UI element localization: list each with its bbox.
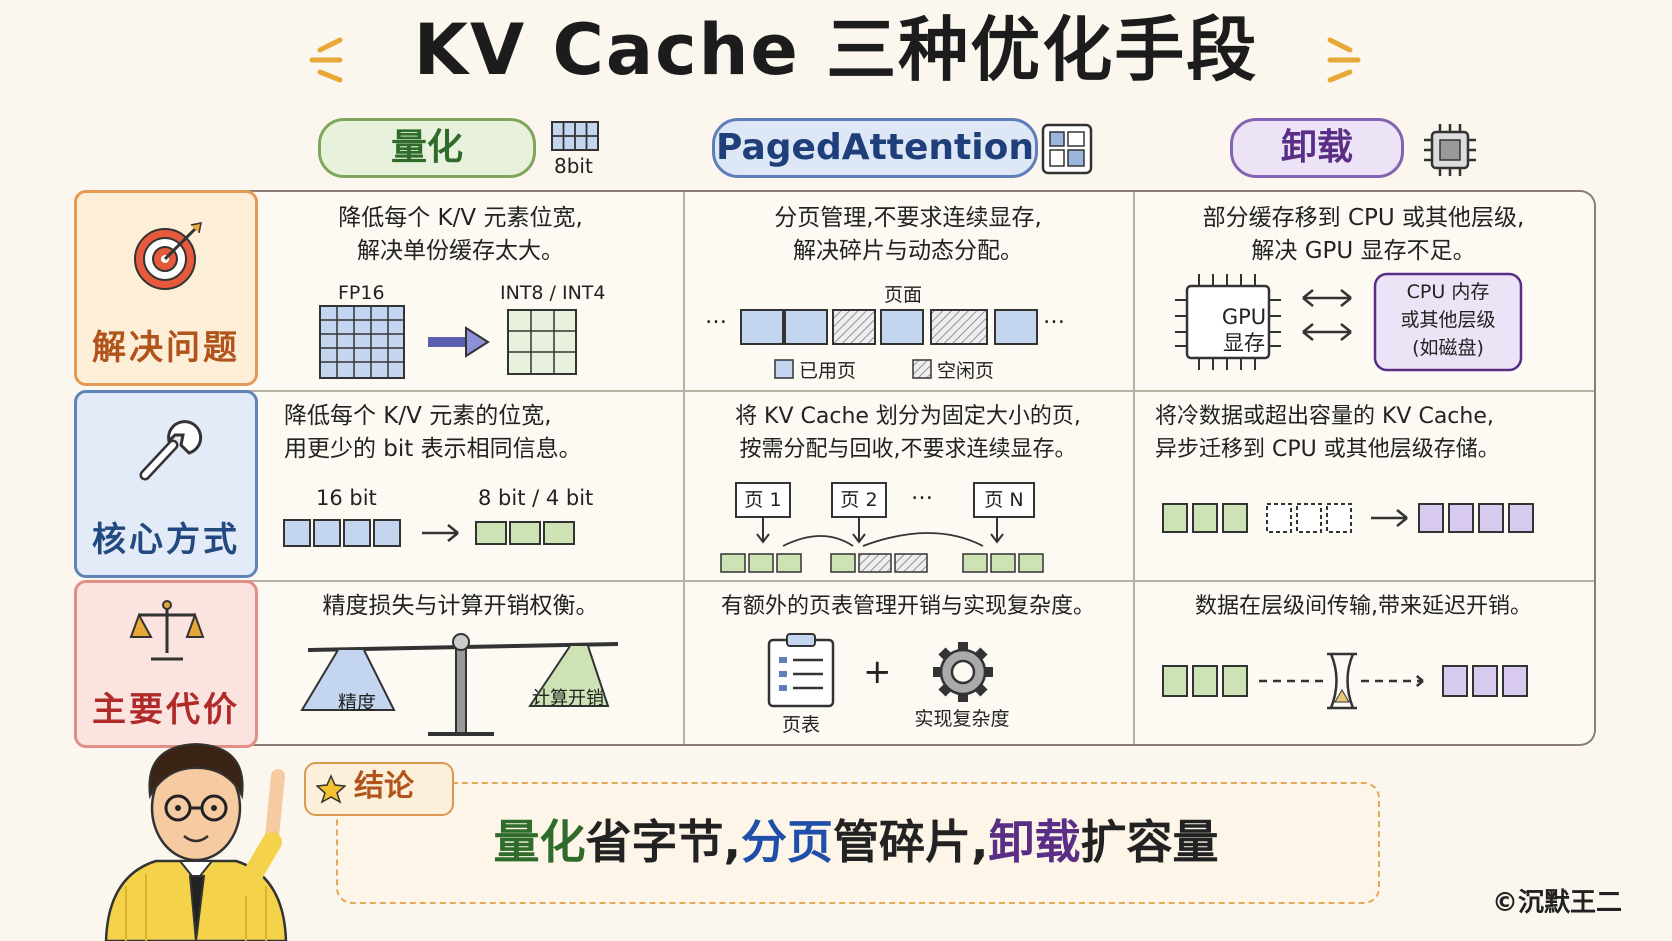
page-n-box: 页 N	[973, 482, 1035, 518]
cold-data-migration-diagram	[1162, 503, 1534, 533]
cell-offload-method: 将冷数据或超出容量的 KV Cache,异步迁移到 CPU 或其他层级存储。	[1133, 390, 1594, 580]
conclusion-text: 量化省字节,分页管碎片,卸载扩容量	[493, 815, 1219, 869]
cell-paged-cost: 有额外的页表管理开销与实现复杂度。 页表 + 实现复杂度	[720, 594, 1095, 736]
column-header-offload: 卸载	[1230, 118, 1404, 178]
scale-icon	[129, 600, 205, 661]
cell-quantization-problem: 降低每个 K/V 元素位宽,解决单份缓存太大。 FP16 INT8 / INT4	[238, 192, 683, 390]
page-table-icon	[767, 633, 835, 708]
page-layout-icon	[1041, 123, 1093, 175]
target-icon	[134, 222, 202, 290]
conclusion-box	[336, 782, 1380, 904]
column-header-quantization: 量化	[318, 118, 536, 178]
cell-quantization-cost: 精度损失与计算开销权衡。 精度 计算开销	[238, 580, 683, 744]
comparison-grid: 降低每个 K/V 元素位宽,解决单份缓存太大。 FP16 INT8 / INT4…	[238, 190, 1596, 746]
cpu-memory-label: CPU 内存或其他层级(如磁盘)	[1400, 281, 1496, 359]
latency-transfer-diagram	[1162, 652, 1528, 710]
paged-memory-diagram	[740, 309, 1038, 379]
mascot-avatar	[104, 742, 288, 941]
page-1-box: 页 1	[735, 482, 791, 518]
bit-reduction-diagram	[283, 519, 575, 547]
page-allocation-diagram	[720, 518, 1044, 573]
column-header-pagedattention: PagedAttention	[712, 118, 1038, 178]
gear-icon	[933, 642, 993, 702]
burst-right-icon	[1327, 37, 1361, 83]
balance-scale-diagram	[300, 633, 619, 736]
int8-int4-label: INT8 / INT4	[500, 282, 606, 304]
cell-quantization-method: 降低每个 K/V 元素的位宽,用更少的 bit 表示相同信息。 16 bit 8…	[238, 390, 683, 580]
wrench-icon	[139, 420, 203, 481]
page-label: 页面	[883, 284, 922, 306]
cell-offload-cost: 数据在层级间传输,带来延迟开销。	[1133, 580, 1594, 744]
icon-caption-8bit: 8bit	[554, 154, 593, 178]
star-icon	[316, 774, 346, 804]
quantization-grid-diagram	[319, 305, 577, 379]
legend-free: 空闲页	[937, 360, 995, 382]
compute-cost-pan-label: 计算开销	[532, 688, 604, 709]
row-label-problem: 解决问题	[74, 190, 258, 386]
row-label-cost: 主要代价	[74, 580, 258, 748]
page-title: KV Cache 三种优化手段	[413, 9, 1259, 91]
cell-paged-problem: 分页管理,不要求连续显存,解决碎片与动态分配。 页面 … … 已用页 空闲页	[683, 192, 1133, 390]
fp16-label: FP16	[338, 282, 385, 304]
copyright-text: ©沉默王二	[1491, 888, 1622, 918]
conclusion-tag: 结论	[304, 762, 454, 816]
cell-paged-method: 将 KV Cache 划分为固定大小的页,按需分配与回收,不要求连续显存。 页 …	[683, 390, 1133, 580]
precision-pan-label: 精度	[337, 692, 376, 714]
cpu-chip-icon	[1424, 124, 1476, 176]
grid-8bit-icon	[551, 121, 599, 151]
burst-left-icon	[309, 37, 343, 83]
gpu-cpu-transfer-diagram	[1175, 272, 1523, 372]
page-2-box: 页 2	[831, 482, 887, 518]
legend-used: 已用页	[799, 360, 857, 382]
plus-sign: +	[863, 652, 892, 692]
row-label-method: 核心方式	[74, 390, 258, 578]
